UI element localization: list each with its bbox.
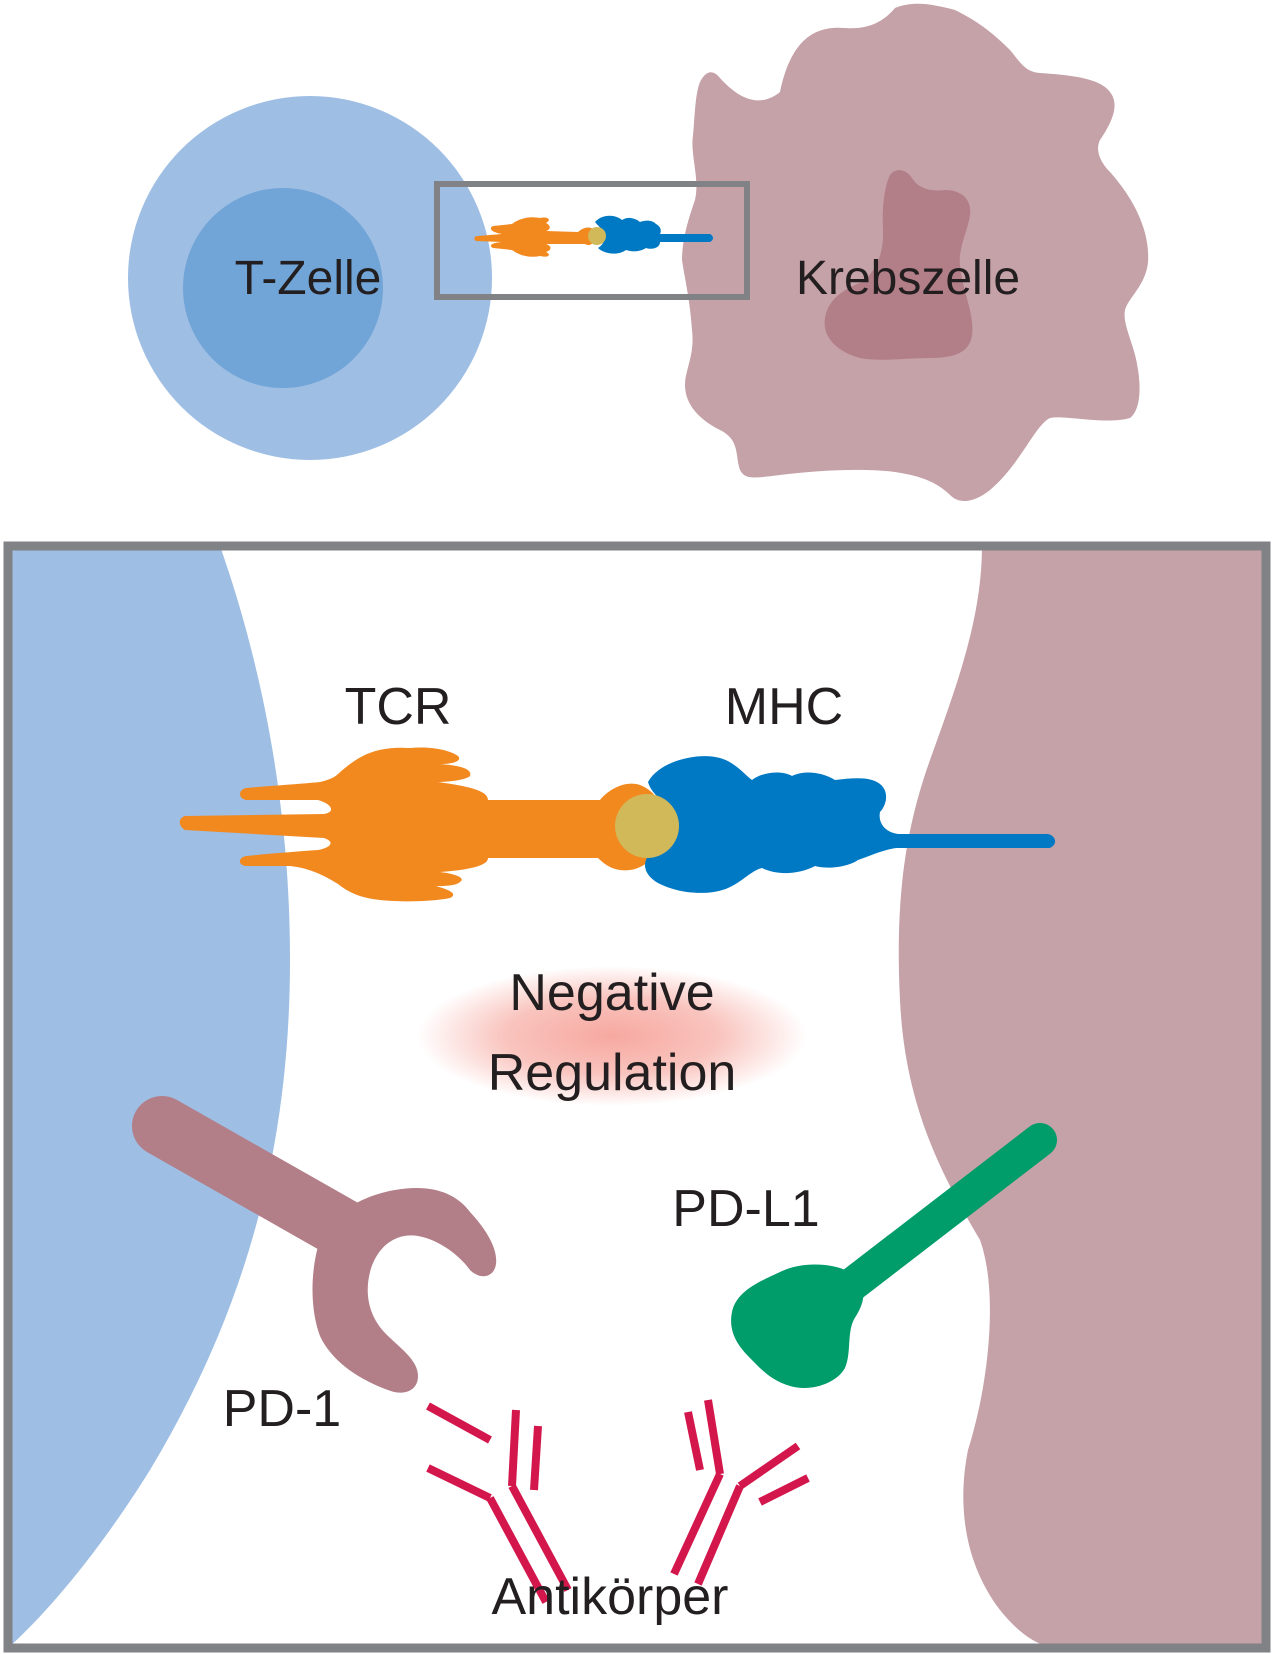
cancer-cell-membrane	[898, 546, 1266, 1648]
zoom-panel-frame	[3, 541, 1271, 1653]
peptide-antigen	[615, 794, 679, 858]
mini-tcr	[474, 217, 596, 257]
zoom-box	[434, 181, 750, 300]
t-cell-label: T-Zelle	[235, 252, 382, 305]
mini-mhc	[595, 215, 713, 254]
cancer-cell-nucleus	[824, 170, 973, 360]
mini-tcr-mhc	[474, 215, 713, 257]
zoom-panel: TCR MHC Negative Regulation PD-1 PD-L1	[3, 541, 1271, 1653]
mini-peptide	[588, 227, 606, 245]
overview-panel: T-Zelle Krebszelle	[128, 3, 1149, 502]
pd1-receptor	[132, 1096, 497, 1393]
negative-regulation-label-line1: Negative	[509, 964, 714, 1022]
antibody-label: Antikörper	[492, 1568, 729, 1626]
antibody-left	[426, 1402, 572, 1604]
negative-regulation-glow	[417, 966, 807, 1106]
pd1-label: PD-1	[223, 1380, 341, 1438]
cancer-cell-label: Krebszelle	[796, 252, 1020, 305]
antibody-right	[670, 1399, 810, 1586]
pdl1-label: PD-L1	[672, 1180, 819, 1238]
negative-regulation-label-line2: Regulation	[488, 1044, 737, 1102]
t-cell-nucleus	[183, 188, 383, 388]
pdl1-ligand	[731, 1123, 1057, 1388]
tcr-receptor	[179, 747, 666, 902]
mhc-molecule	[645, 756, 1056, 893]
tcr-label: TCR	[345, 678, 452, 736]
mhc-label: MHC	[725, 678, 843, 736]
